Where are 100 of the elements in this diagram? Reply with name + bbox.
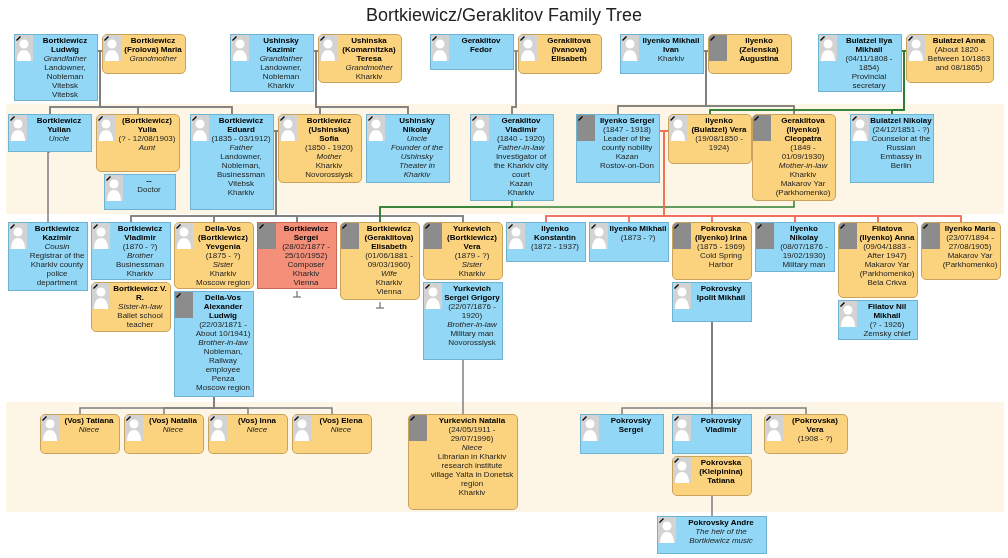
person-detail: (? - 12/08/1903) (118, 134, 176, 143)
person-card (506, 222, 586, 262)
person-detail: Brother (126, 251, 154, 260)
person-detail: (1873 - ?) (620, 233, 656, 242)
person-card (576, 114, 660, 183)
person-detail: Moscow region (196, 278, 250, 287)
person-name: Bulatzel Ilya Mikhail (844, 36, 894, 54)
person-detail: (28/02/1877 - 25/10/1952) (281, 242, 331, 260)
person-name: Bortkiewicz Sergei (282, 224, 330, 242)
person-name: Della-Vos Alexander Ludwig (202, 293, 244, 320)
person-detail: Niece (162, 425, 184, 434)
person-detail: (19/08/1850 - 1924) (694, 134, 744, 152)
person-name: Ilyenko Maria (944, 224, 996, 233)
person-detail: Kharkiv (209, 269, 237, 278)
person-card (318, 34, 402, 83)
person-detail: Wife (381, 269, 397, 278)
person-name: Ushinsky Nikolay (398, 116, 436, 134)
person-detail: Niece (246, 425, 268, 434)
person-name: Pokrovska (Ilyenko) Irina (694, 224, 748, 242)
person-detail: Doctor (137, 185, 161, 194)
person-name: Bortkiewicz (Ushinska) Sofia (305, 116, 353, 143)
person-detail: Father-in-law (497, 143, 545, 152)
person-detail: (1870 - ?) (122, 242, 158, 251)
person-detail: Kharkiv (458, 488, 486, 497)
person-card (838, 222, 918, 298)
person-card (752, 114, 836, 201)
person-name: Bortkiewicz (Geraklitova) Elisabeth (363, 224, 415, 251)
person-detail: Landowner, Nobleman (259, 63, 303, 81)
person-card (14, 34, 98, 101)
family-line (711, 495, 713, 517)
person-card (430, 34, 514, 70)
person-card (174, 291, 254, 397)
person-detail: Mother-in-law (778, 161, 828, 170)
person-name: (Vos) Inna (237, 416, 277, 425)
person-name: Ushinsky Kazimir (262, 36, 300, 54)
person-detail: (23/07/1894 - 27/08/1905) (945, 233, 995, 251)
person-card (292, 414, 372, 454)
person-name: Bulatzel Anna (932, 36, 986, 45)
person-name: Bortkiewicz V. R. (112, 284, 168, 302)
person-detail: Vitebsk (227, 179, 255, 188)
person-card (470, 114, 554, 201)
person-detail: Cold Spring Harbor (699, 251, 743, 269)
person-card (764, 414, 848, 454)
person-card (580, 414, 664, 454)
person-name: Pokrovska (Kleipinina) Tatiana (698, 458, 744, 485)
family-line (379, 200, 795, 223)
person-card (340, 222, 420, 300)
person-name: (Pokrovska) Vera (791, 416, 839, 434)
person-detail: Novorossiysk (305, 170, 353, 179)
person-name: Bortkiewicz (Frolova) Maria (123, 36, 183, 54)
person-detail: Kharkiv (789, 170, 817, 179)
person-detail: Father (229, 143, 253, 152)
person-detail: Grandmother (129, 54, 177, 63)
person-name: (Bortkiewicz) Yulia (121, 116, 173, 134)
person-name: Pokrovsky Ipolit Mikhail (695, 284, 747, 302)
person-detail: (1850 - 1920) (305, 143, 353, 152)
person-card (921, 222, 1001, 280)
person-name: Della-Vos (Bortkiewicz) Yevgenia (197, 224, 249, 251)
person-detail: Bela Crkva (867, 278, 907, 287)
person-detail: (About 1820 - Between 10/1863 and 08/1865) (926, 45, 992, 72)
person-detail: Kazan (615, 152, 639, 161)
person-card (230, 34, 314, 92)
person-detail: Kazan (509, 179, 533, 188)
person-detail: Makarov Yar (Parkhomenko) (941, 251, 999, 269)
person-detail: (22/03/1871 - About 10/1941) (194, 320, 252, 338)
person-detail: (1840 - 1920) (497, 134, 545, 143)
person-detail: Niece (461, 443, 483, 452)
person-detail: Niece (330, 425, 352, 434)
person-detail: (1849 - 01/09/1930) (780, 143, 826, 161)
person-detail: Kharkiv (267, 81, 295, 90)
person-card (124, 414, 204, 454)
person-detail: (08/07/1876 - 19/02/1930) (779, 242, 829, 260)
person-name: Geraklitov Fedor (460, 36, 502, 54)
person-card (672, 222, 752, 280)
person-detail: Sister (461, 260, 483, 269)
person-detail: Makarov Yar (Parkhomenko) (774, 179, 832, 197)
person-card (91, 282, 171, 332)
person-card (423, 282, 503, 360)
person-detail: Vitebsk (51, 90, 79, 99)
person-name: Bortkiewicz Kazimir (33, 224, 81, 242)
person-detail: Grandfather (43, 54, 87, 63)
person-detail: (1875 - 1969) (697, 242, 745, 251)
person-detail: Moscow region (196, 383, 250, 392)
person-card (668, 114, 752, 164)
person-detail: (1847 - 1918) (603, 125, 651, 134)
person-detail: (24/12/1851 - ?) (872, 125, 930, 134)
person-detail: Aunt (138, 143, 156, 152)
person-detail: Vienna (293, 278, 319, 287)
person-card (518, 34, 602, 74)
person-detail: Makarov Yar (Parkhomenko) (858, 260, 916, 278)
person-card (190, 114, 274, 210)
person-card (408, 414, 518, 510)
person-card (102, 34, 186, 74)
person-name: Bortkiewicz Vladimir (116, 224, 164, 242)
person-detail: Brother-in-law (447, 320, 497, 329)
person-name: Bortkiewicz Ludwig (41, 36, 89, 54)
family-line (462, 359, 464, 415)
person-detail: Vienna (376, 287, 402, 296)
person-detail: Kharkiv (507, 188, 535, 197)
person-detail: Sister (212, 260, 234, 269)
